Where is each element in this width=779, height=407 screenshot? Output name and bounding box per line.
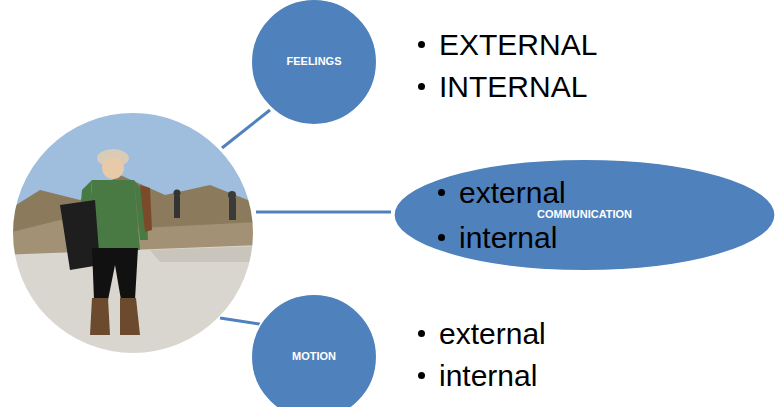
topic-circle: FEELINGS	[250, 0, 378, 126]
bullet-dot	[418, 83, 425, 90]
bullet-item: external	[418, 318, 546, 350]
topic-circle: MOTION	[250, 293, 378, 407]
bullet-row: external	[438, 177, 566, 209]
shape-outline	[250, 293, 378, 407]
bullet-item: EXTERNAL	[418, 29, 597, 61]
shape-fill	[394, 159, 775, 271]
bullet-text: internal	[439, 360, 537, 392]
bullet-text: INTERNAL	[439, 71, 587, 103]
bullet-dot	[418, 372, 425, 379]
bullet-text: EXTERNAL	[439, 29, 597, 61]
topic-title: COMMUNICATION	[537, 208, 632, 221]
bullet-dot	[438, 234, 445, 241]
shape-fill	[251, 0, 376, 125]
topic-title: MOTION	[292, 350, 336, 363]
bullet-text: internal	[459, 222, 557, 254]
bullet-item: INTERNAL	[418, 71, 587, 103]
bullet-row: internal	[438, 222, 557, 254]
bullet-dot	[418, 41, 425, 48]
bullet-dot	[438, 189, 445, 196]
bullet-text: external	[439, 318, 546, 350]
shape-fill	[251, 294, 376, 407]
topic-ellipse: externalCOMMUNICATIONinternal	[390, 158, 779, 272]
topic-title: FEELINGS	[286, 55, 341, 68]
bullet-item: internal	[418, 360, 537, 392]
bullet-text: external	[459, 177, 566, 209]
bullet-dot	[418, 330, 425, 337]
